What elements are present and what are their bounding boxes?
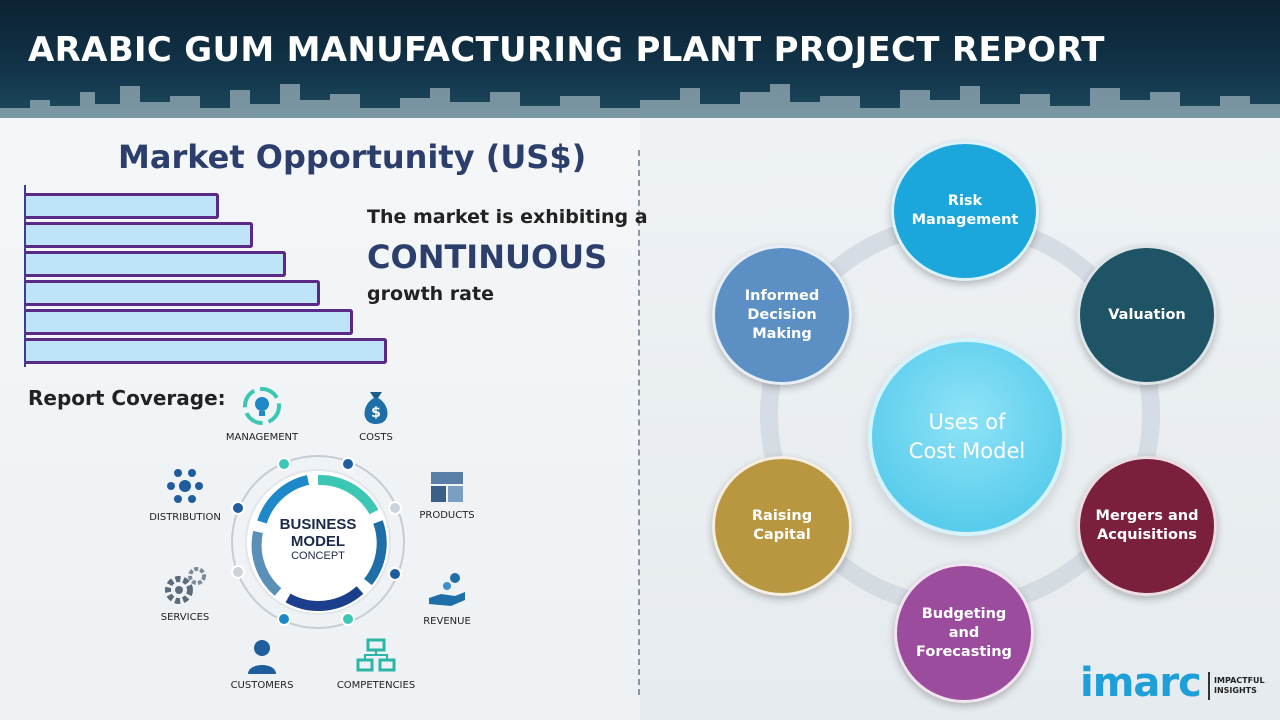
- coverage-item-management: MANAGEMENT: [207, 384, 317, 443]
- gears-icon: [165, 567, 206, 604]
- coverage-item-products: PRODUCTS: [392, 466, 502, 521]
- coverage-item-revenue: REVENUE: [392, 570, 502, 627]
- node-valuation: Valuation: [1077, 245, 1217, 385]
- coverage-item-costs: $ COSTS: [321, 384, 431, 443]
- business-model-ring-graphic: [231, 455, 405, 629]
- market-text-line3: growth rate: [367, 283, 494, 305]
- report-coverage-title: Report Coverage:: [28, 386, 226, 410]
- bar-1: [26, 193, 219, 219]
- node-risk-management: Risk Management: [891, 141, 1039, 281]
- imarc-logo: imarc IMPACTFUL INSIGHTS: [1080, 660, 1265, 706]
- header-banner: ARABIC GUM MANUFACTURING PLANT PROJECT R…: [0, 0, 1280, 118]
- coverage-item-services: SERVICES: [130, 564, 240, 623]
- bar-2: [26, 222, 253, 248]
- node-budgeting-forecasting: Budgeting and Forecasting: [894, 563, 1034, 703]
- market-opportunity-title: Market Opportunity (US$): [118, 138, 587, 176]
- coverage-item-distribution: DISTRIBUTION: [130, 464, 240, 523]
- node-mergers-acquisitions: Mergers and Acquisitions: [1077, 456, 1217, 596]
- coverage-item-customers: CUSTOMERS: [207, 636, 317, 691]
- logo-separator: [1208, 672, 1210, 700]
- lightbulb-cycle-icon: [243, 387, 281, 425]
- market-text-highlight: CONTINUOUS: [367, 238, 608, 276]
- person-icon: [248, 640, 276, 674]
- panel-divider: [638, 150, 640, 695]
- business-model-label: BUSINESS MODEL CONCEPT: [279, 516, 357, 562]
- node-informed-decision-making: Informed Decision Making: [712, 245, 852, 385]
- money-bag-icon: $: [364, 392, 388, 424]
- node-raising-capital: Raising Capital: [712, 456, 852, 596]
- city-skyline-graphic: [0, 84, 1280, 118]
- bar-6: [26, 338, 387, 364]
- svg-text:$: $: [371, 405, 381, 421]
- page-title: ARABIC GUM MANUFACTURING PLANT PROJECT R…: [28, 30, 1105, 70]
- boxes-icon: [431, 472, 463, 502]
- market-text-line1: The market is exhibiting a: [367, 206, 648, 228]
- coverage-item-competencies: COMPETENCIES: [321, 636, 431, 691]
- hand-coins-icon: [429, 573, 465, 606]
- bar-3: [26, 251, 287, 277]
- business-model-wheel: BUSINESS MODEL CONCEPT: [228, 452, 408, 632]
- bar-4: [26, 280, 320, 306]
- hierarchy-icon: [356, 638, 396, 672]
- bar-chart-axis: [24, 185, 26, 367]
- cost-model-center: Uses of Cost Model: [868, 338, 1066, 536]
- bar-5: [26, 309, 354, 335]
- network-icon: [167, 469, 203, 503]
